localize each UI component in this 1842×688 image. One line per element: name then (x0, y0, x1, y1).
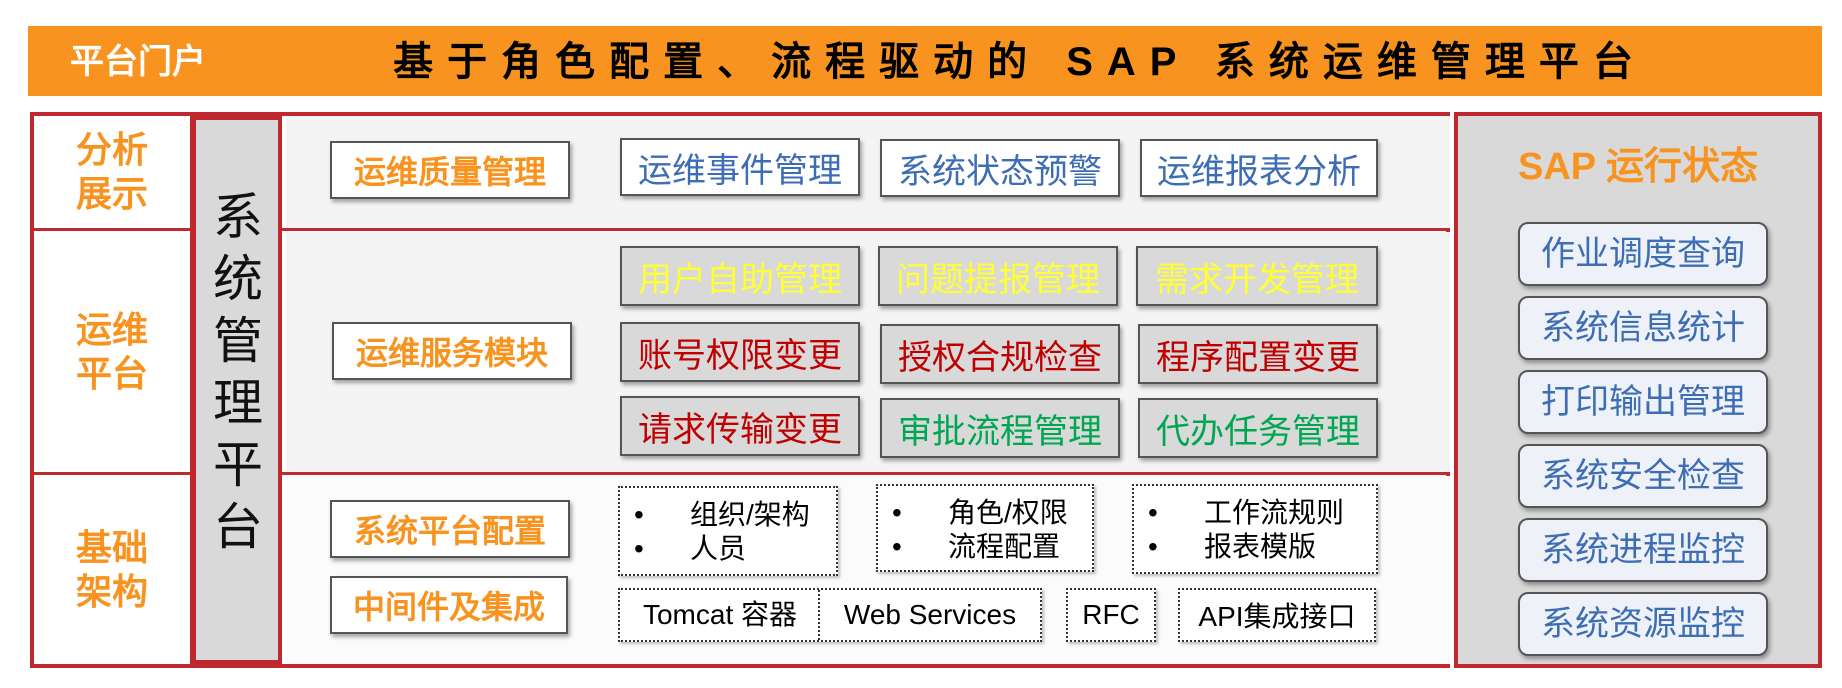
service-account-change: 账号权限变更 (620, 322, 860, 382)
service-issue-report: 问题提报管理 (878, 246, 1118, 306)
service-todo-tasks: 代办任务管理 (1138, 398, 1378, 458)
status-security-check: 系统安全检查 (1518, 444, 1768, 508)
tech-api: API集成接口 (1178, 588, 1376, 642)
list-item: •角色/权限 (892, 497, 1068, 528)
platform-portal-label: 平台门户 (70, 43, 206, 81)
status-print-output: 打印输出管理 (1518, 370, 1768, 434)
tech-web-services: Web Services (843, 599, 1017, 630)
config-list-org: •组织/架构 •人员 (618, 486, 838, 576)
layer-label-infrastructure: 基础架构 (75, 527, 148, 612)
tech-tomcat: Tomcat 容器 (642, 599, 798, 630)
service-program-config: 程序配置变更 (1138, 324, 1378, 384)
category-middleware: 中间件及集成 (330, 576, 568, 634)
status-job-scheduling: 作业调度查询 (1518, 222, 1768, 286)
config-list-roles: •角色/权限 •流程配置 (876, 484, 1094, 572)
system-management-column (192, 116, 282, 664)
list-item: •工作流规则 (1148, 497, 1345, 528)
tech-rfc: RFC (1066, 588, 1156, 642)
list-item: •组织/架构 (634, 499, 810, 530)
column-divider (190, 112, 193, 668)
layer-label-operations: 运维平台 (75, 309, 148, 394)
list-item: •报表模版 (1148, 531, 1317, 562)
service-dev-request: 需求开发管理 (1136, 246, 1378, 306)
title-banner (28, 26, 1822, 96)
service-transport-change: 请求传输变更 (620, 396, 860, 456)
service-user-self-service: 用户自助管理 (620, 246, 860, 306)
category-quality-management: 运维质量管理 (330, 141, 570, 199)
diagram-title: 基于角色配置、流程驱动的 SAP 系统运维管理平台 (393, 40, 1647, 84)
layer-label-analysis: 分析展示 (75, 129, 148, 214)
service-approval-flow: 审批流程管理 (880, 398, 1120, 458)
category-platform-config: 系统平台配置 (330, 500, 570, 558)
module-report-analysis: 运维报表分析 (1140, 139, 1378, 197)
status-process-monitor: 系统进程监控 (1518, 518, 1768, 582)
system-management-label: 系 统 管 理 平 台 (213, 188, 263, 556)
config-list-workflow: •工作流规则 •报表模版 (1132, 484, 1378, 574)
module-event-management: 运维事件管理 (620, 138, 860, 196)
sap-status-title: SAP 运行状态 (1517, 146, 1758, 188)
tech-divider (818, 590, 820, 640)
tech-box-web (618, 588, 1042, 642)
status-resource-monitor: 系统资源监控 (1518, 592, 1768, 656)
module-status-alert: 系统状态预警 (880, 139, 1120, 197)
row-divider (30, 472, 1450, 475)
status-system-info: 系统信息统计 (1518, 296, 1768, 360)
row-divider (30, 228, 1450, 231)
list-item: •流程配置 (892, 531, 1061, 562)
service-auth-compliance: 授权合规检查 (880, 324, 1120, 384)
category-service-module: 运维服务模块 (332, 322, 572, 380)
list-item: •人员 (634, 533, 747, 564)
